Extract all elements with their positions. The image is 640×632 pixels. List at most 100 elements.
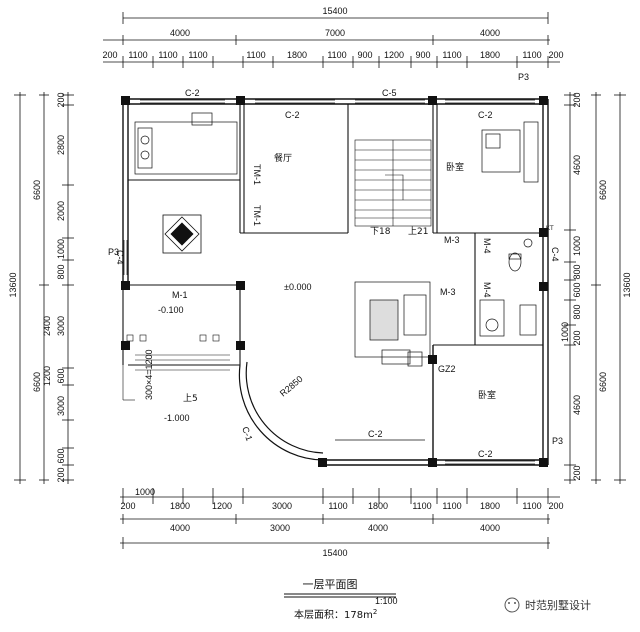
- p3-label-c: P3: [552, 436, 563, 446]
- porch-steps: [122, 334, 230, 401]
- floor-pattern-icon: [162, 214, 202, 254]
- floor-area-note: 本层面积：178m2: [294, 608, 377, 621]
- top-detail-dim: 1100: [158, 50, 177, 60]
- interior-walls: [122, 104, 548, 366]
- bottom-detail-dim: 200: [548, 501, 563, 511]
- left-mid-dim-1: 6600: [32, 180, 42, 200]
- top-detail-dim: 1200: [384, 50, 404, 60]
- top-mid-dim-2: 7000: [325, 28, 345, 38]
- top-detail-dim: 200: [548, 50, 563, 60]
- window-c5-label: C-5: [382, 88, 397, 98]
- left-detail-dim: 600: [56, 448, 66, 463]
- right-detail-dim: 1000: [572, 236, 582, 256]
- left-detail-dim: 2800: [56, 135, 66, 155]
- left-detail-dim: 1000: [56, 239, 66, 259]
- tm1-label-a: TM-1: [252, 164, 262, 185]
- living-room-furniture: [354, 281, 431, 367]
- top-detail-dims: 200 1100 1100 1100 1100 1800 1100 900 12…: [102, 50, 563, 60]
- left-mid-dim-2: 6600: [32, 372, 42, 392]
- bottom-detail-dim: 1800: [170, 501, 190, 511]
- top-detail-dim: 1800: [480, 50, 500, 60]
- bottom-mid-dim-3: 4000: [368, 523, 388, 533]
- right-detail-dim: 4600: [572, 155, 582, 175]
- door-m4-label-b: M-4: [482, 282, 492, 298]
- bottom-detail-dim: 1000: [135, 487, 155, 497]
- staircase: [354, 139, 432, 227]
- right-detail-dim: 600: [572, 282, 582, 297]
- window-c2-label-b: C-2: [285, 110, 300, 120]
- steps-label: 300×4=1200: [144, 349, 154, 400]
- bottom-total-dim: 15400: [322, 548, 347, 558]
- top-detail-dim: 200: [102, 50, 117, 60]
- watermark-text: 时范别墅设计: [525, 598, 591, 612]
- right-dimension-lines: [564, 92, 626, 484]
- tm1-label-b: TM-1: [252, 205, 262, 226]
- column-gz2-label: GZ2: [438, 364, 456, 374]
- left-detail-dim: 1200: [42, 366, 52, 386]
- bottom-mid-dim-1: 4000: [170, 523, 190, 533]
- top-detail-dim: 900: [415, 50, 430, 60]
- top-detail-dim: 1100: [188, 50, 207, 60]
- bed-1: [481, 121, 539, 183]
- curved-wall: [238, 361, 324, 461]
- bottom-mid-dim-2: 3000: [270, 523, 290, 533]
- left-detail-dim: 3000: [56, 316, 66, 336]
- right-detail-dim: 200: [572, 330, 582, 345]
- bottom-detail-dims: 200 1000 1800 1200 3000 1100 1800 1100 1…: [120, 487, 563, 511]
- stair-up-label: 上21: [408, 226, 428, 237]
- left-detail-dim: 2400: [42, 316, 52, 336]
- p3-label-b: P3: [518, 72, 529, 82]
- bottom-detail-dim: 200: [120, 501, 135, 511]
- bedroom-2-label: 卧室: [478, 389, 496, 401]
- level-minus-0.1-label: -0.100: [158, 305, 184, 315]
- bottom-detail-dim: 1100: [412, 501, 431, 511]
- bottom-detail-dim: 1800: [368, 501, 388, 511]
- drawing-scale: 1:100: [375, 596, 398, 606]
- columns: [121, 96, 548, 467]
- top-detail-dim: 1100: [128, 50, 147, 60]
- floor-area-superscript: 2: [373, 608, 377, 616]
- left-detail-dim: 2000: [56, 201, 66, 221]
- right-mid-dim-2: 6600: [598, 372, 608, 392]
- window-c2-label-a: C-2: [185, 88, 200, 98]
- bathroom-fixtures: [479, 238, 537, 337]
- window-c2-label-c: C-2: [478, 110, 493, 120]
- bottom-detail-dim: 1800: [480, 501, 500, 511]
- bottom-detail-dim: 3000: [272, 501, 292, 511]
- left-detail-dim: 200: [56, 92, 66, 107]
- stair-down-label: 下18: [370, 227, 391, 237]
- left-detail-dim: 600: [56, 368, 66, 383]
- right-detail-dim: 800: [572, 304, 582, 319]
- level-zero-label: ±0.000: [284, 282, 311, 292]
- level-minus-1-label: -1.000: [164, 413, 190, 423]
- left-detail-dim: 3000: [56, 396, 66, 416]
- drawing-title: 一层平面图: [303, 578, 358, 591]
- left-outer-dim: 13600: [8, 272, 18, 297]
- door-m3-label-a: M-3: [444, 235, 460, 245]
- bottom-mid-dim-4: 4000: [480, 523, 500, 533]
- p3-label-a: P3: [108, 247, 119, 257]
- door-m3-label-b: M-3: [440, 287, 456, 297]
- steps-up-label: 上5: [183, 393, 198, 404]
- top-detail-dim: 1100: [246, 50, 265, 60]
- right-detail-dim: 1000: [560, 322, 570, 342]
- left-dimension-lines: [14, 92, 74, 484]
- bottom-detail-dim: 1100: [522, 501, 541, 511]
- top-detail-dim: 1800: [287, 50, 307, 60]
- top-detail-dim: 1100: [442, 50, 461, 60]
- left-detail-dim: 200: [56, 467, 66, 482]
- floor-area-text: 本层面积：178m: [294, 608, 373, 621]
- top-dimension-lines: [103, 12, 560, 68]
- top-detail-dim: 1100: [327, 50, 346, 60]
- wechat-logo-icon: [504, 597, 520, 613]
- kt-label: KT: [546, 226, 554, 232]
- top-total-dim: 15400: [322, 6, 347, 16]
- right-mid-dim-1: 6600: [598, 180, 608, 200]
- top-mid-dim-3: 4000: [480, 28, 500, 38]
- door-m1-label: M-1: [172, 290, 188, 300]
- window-c1-label: C-1: [240, 425, 254, 442]
- right-detail-dim: 4600: [572, 395, 582, 415]
- bottom-dimension-lines: [120, 488, 560, 549]
- left-detail-dim: 800: [56, 264, 66, 279]
